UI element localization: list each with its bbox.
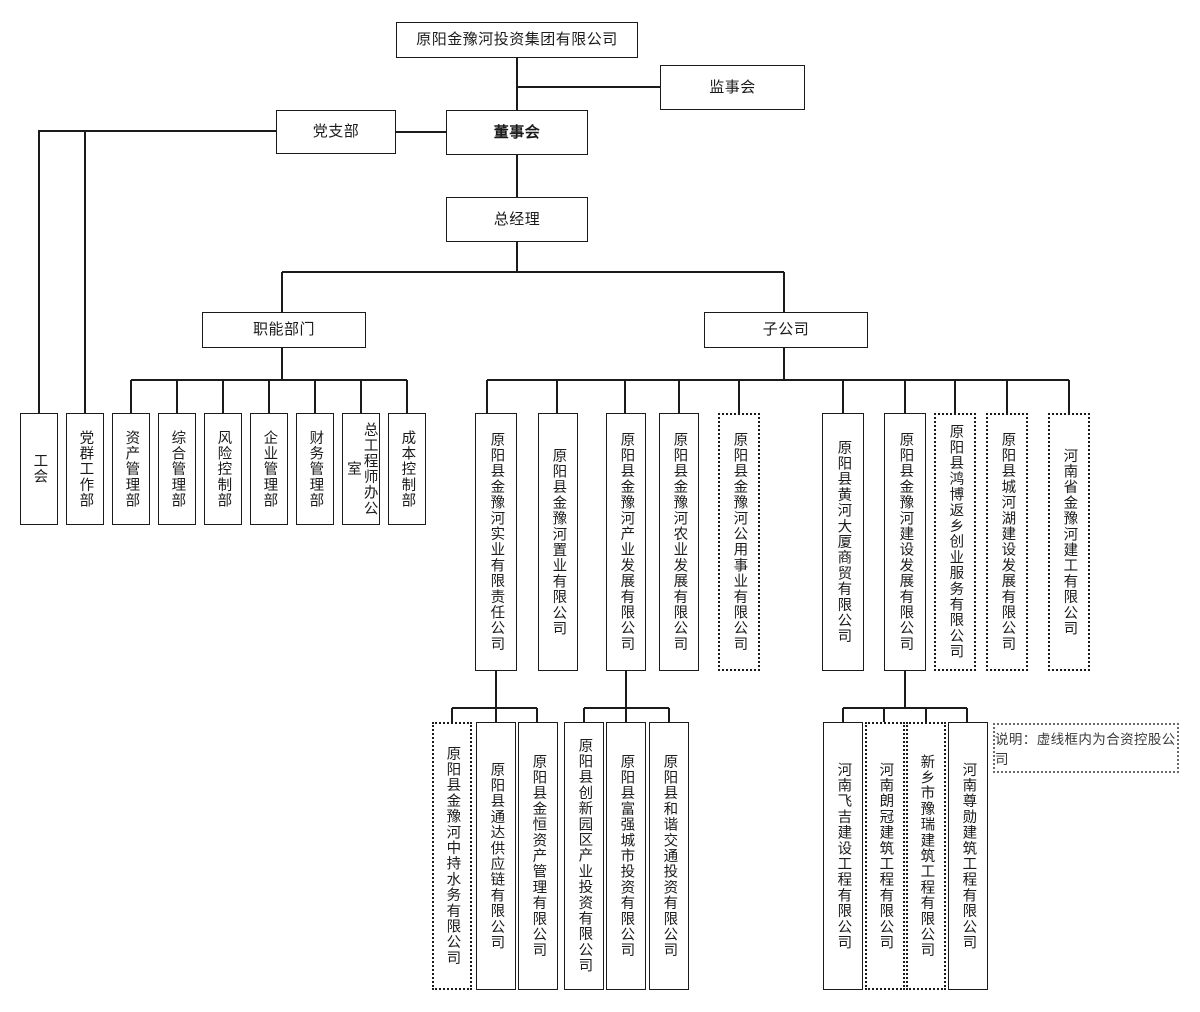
node-subsidiary-jinyuhe-industrial[interactable]: 原阳县金豫河实业有限责任公司 (475, 413, 517, 671)
node-label: 原阳县鸿博返乡创业服务有限公司 (947, 424, 964, 660)
node-subsidiary-jinyuhe-agriculture-dev[interactable]: 原阳县金豫河农业发展有限公司 (659, 413, 699, 671)
node-department-risk-control[interactable]: 风险控制部 (204, 413, 242, 525)
node-label: 原阳县金豫河中持水务有限公司 (444, 746, 461, 966)
node-label: 总经理 (493, 209, 541, 228)
node-label: 企业管理部 (261, 429, 278, 509)
node-subsidiary-hongbo-returning-entrepreneur[interactable]: 原阳县鸿博返乡创业服务有限公司 (934, 413, 976, 671)
node-label: 党群工作部 (77, 429, 94, 509)
node-subsidiary-henan-jinyuhe-construction[interactable]: 河南省金豫河建工有限公司 (1048, 413, 1090, 671)
node-label: 原阳县通达供应链有限公司 (488, 761, 505, 951)
node-sub-tongda-supply-chain[interactable]: 原阳县通达供应链有限公司 (476, 722, 516, 990)
node-label: 董事会 (493, 122, 541, 141)
node-subsidiary-jinyuhe-construction-dev[interactable]: 原阳县金豫河建设发展有限公司 (884, 413, 926, 671)
node-label: 财务管理部 (307, 429, 324, 509)
node-sub-jinheng-asset-management[interactable]: 原阳县金恒资产管理有限公司 (518, 722, 558, 990)
node-group-company[interactable]: 原阳金豫河投资集团有限公司 (396, 22, 638, 58)
node-department-general-management[interactable]: 综合管理部 (158, 413, 196, 525)
node-label: 原阳县金豫河公用事业有限公司 (731, 432, 748, 652)
node-label: 职能部门 (252, 320, 315, 339)
node-sub-feiji-construction-engineering[interactable]: 河南飞吉建设工程有限公司 (823, 722, 863, 990)
node-label: 成本控制部 (399, 429, 416, 509)
node-label: 河南朗冠建筑工程有限公司 (877, 761, 894, 951)
node-subsidiaries-header[interactable]: 子公司 (704, 312, 868, 348)
node-label: 总工程师办公室 (345, 421, 378, 517)
node-label: 原阳县富强城市投资有限公司 (618, 753, 635, 959)
node-label: 原阳县黄河大厦商贸有限公司 (835, 439, 852, 645)
node-label: 新乡市豫瑞建筑工程有限公司 (918, 753, 935, 959)
legend-note: 说明：虚线框内为合资控股公司 (993, 723, 1179, 773)
node-label: 原阳县城河湖建设发展有限公司 (999, 432, 1016, 652)
node-label: 工会 (31, 453, 48, 485)
node-department-enterprise-management[interactable]: 企业管理部 (250, 413, 288, 525)
node-sub-hexie-transport-investment[interactable]: 原阳县和谐交通投资有限公司 (649, 722, 689, 990)
node-subsidiary-jinyuhe-industry-dev[interactable]: 原阳县金豫河产业发展有限公司 (606, 413, 646, 671)
node-label: 综合管理部 (169, 429, 186, 509)
node-subsidiary-huanghe-mansion-trade[interactable]: 原阳县黄河大厦商贸有限公司 (822, 413, 864, 671)
node-label: 河南尊勋建筑工程有限公司 (960, 761, 977, 951)
node-label: 原阳县金豫河产业发展有限公司 (618, 432, 635, 652)
node-subsidiary-jinyuhe-realestate[interactable]: 原阳县金豫河置业有限公司 (538, 413, 578, 671)
node-label: 原阳县金豫河置业有限公司 (550, 447, 567, 637)
node-party-branch[interactable]: 党支部 (276, 110, 396, 154)
node-label: 原阳县创新园区产业投资有限公司 (576, 738, 593, 974)
node-sub-innovation-park-industry-investment[interactable]: 原阳县创新园区产业投资有限公司 (564, 722, 604, 990)
node-department-cost-control[interactable]: 成本控制部 (388, 413, 426, 525)
node-sub-langguan-construction-engineering[interactable]: 河南朗冠建筑工程有限公司 (865, 722, 905, 990)
node-label: 原阳县金豫河实业有限责任公司 (488, 432, 505, 652)
node-subsidiary-chenghehu-construction-dev[interactable]: 原阳县城河湖建设发展有限公司 (986, 413, 1028, 671)
node-sub-jinyuhe-zhongchi-water[interactable]: 原阳县金豫河中持水务有限公司 (432, 722, 472, 990)
node-label: 原阳县金豫河建设发展有限公司 (897, 432, 914, 652)
node-subsidiary-jinyuhe-public-utility[interactable]: 原阳县金豫河公用事业有限公司 (718, 413, 760, 671)
node-label: 原阳金豫河投资集团有限公司 (416, 30, 618, 49)
node-label: 子公司 (762, 320, 810, 339)
node-department-chief-engineer-office[interactable]: 总工程师办公室 (342, 413, 380, 525)
node-sub-zunxun-construction-engineering[interactable]: 河南尊勋建筑工程有限公司 (948, 722, 988, 990)
node-label: 河南飞吉建设工程有限公司 (835, 761, 852, 951)
node-supervisory-board[interactable]: 监事会 (660, 65, 805, 110)
node-label: 原阳县金豫河农业发展有限公司 (671, 432, 688, 652)
node-label: 风险控制部 (215, 429, 232, 509)
node-label: 原阳县金恒资产管理有限公司 (530, 753, 547, 959)
node-label: 监事会 (709, 77, 756, 96)
node-general-manager[interactable]: 总经理 (446, 197, 588, 242)
node-functional-departments-header[interactable]: 职能部门 (202, 312, 366, 348)
node-label: 党支部 (312, 122, 360, 141)
node-department-finance-management[interactable]: 财务管理部 (296, 413, 334, 525)
node-department-asset-management[interactable]: 资产管理部 (112, 413, 150, 525)
node-label: 河南省金豫河建工有限公司 (1061, 447, 1078, 637)
node-department-union[interactable]: 工会 (20, 413, 58, 525)
node-sub-fuqiang-city-investment[interactable]: 原阳县富强城市投资有限公司 (606, 722, 646, 990)
node-label: 资产管理部 (123, 429, 140, 509)
node-board-of-directors[interactable]: 董事会 (446, 110, 588, 155)
node-sub-xinxiang-yurui-construction[interactable]: 新乡市豫瑞建筑工程有限公司 (906, 722, 946, 990)
node-department-party-mass-work[interactable]: 党群工作部 (66, 413, 104, 525)
node-label: 原阳县和谐交通投资有限公司 (661, 753, 678, 959)
legend-label: 说明：虚线框内为合资控股公司 (995, 732, 1176, 768)
